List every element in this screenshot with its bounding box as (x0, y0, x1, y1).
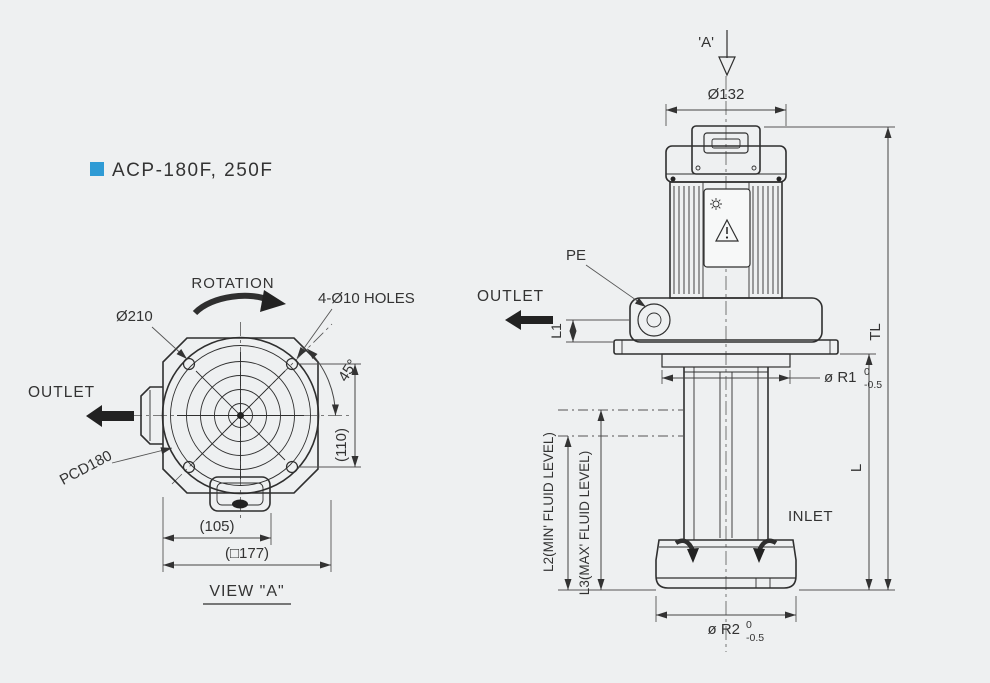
flange-spigot (661, 353, 791, 368)
label-rotation: ROTATION (191, 275, 274, 292)
dim-dia132-label: Ø132 (708, 86, 745, 103)
dim-tl-label: TL (867, 323, 884, 341)
label-pcd180: PCD180 (57, 447, 115, 489)
bottom-casing (655, 538, 797, 589)
label-inlet: INLET (788, 508, 833, 525)
dim-r2-tol-lo: -0.5 (746, 632, 764, 644)
dim-110-label: (110) (333, 428, 350, 462)
dim-holes: 4-Ø10 HOLES (296, 290, 415, 359)
fan-grille (177, 352, 304, 479)
terminal-box (691, 125, 761, 175)
dim-tl: TL (764, 126, 895, 591)
warning-triangle-icon (715, 218, 739, 242)
fan-cover-rim (170, 345, 311, 486)
label-outlet-left: OUTLET (28, 384, 95, 401)
mounting-flange (613, 339, 839, 368)
section-arrow-a: 'A' (698, 30, 736, 77)
title-bullet-icon (90, 162, 104, 176)
dim-r2-tol-hi: 0 (746, 619, 752, 631)
pump-column (683, 367, 769, 540)
dim-l1-label: L1 (548, 323, 564, 339)
sun-icon (710, 198, 722, 210)
dim-r2-label: ø R2 (707, 621, 740, 638)
dim-105: (105) (162, 497, 272, 572)
mounting-holes (182, 357, 299, 474)
fluid-levels: L2(MIN' FLUID LEVEL) L3(MAX' FLUID LEVEL… (541, 409, 684, 595)
pump-body-octagon (162, 337, 319, 494)
dim-177: (□177) (163, 500, 332, 572)
label-holes: 4-Ø10 HOLES (318, 290, 415, 307)
rotation-arrowhead-icon (260, 290, 286, 312)
dim-pcd180: PCD180 (57, 447, 173, 489)
outlet-arrow-side-icon (505, 310, 553, 330)
intake-flow-arrows (674, 538, 778, 563)
motor-label-plate (703, 188, 751, 268)
dim-r1: ø R1 0 -0.5 (661, 366, 882, 391)
view-a-caption: VIEW "A" (209, 583, 284, 600)
label-angle-45: 45° (335, 356, 361, 384)
top-view: ROTATION Ø210 4-Ø10 HOLES 45° (110) OUTL… (28, 275, 415, 605)
dim-177-label: (□177) (225, 545, 269, 562)
label-section-a: 'A' (698, 34, 714, 51)
outlet-arrow-icon (86, 405, 134, 427)
outlet-boss (637, 303, 671, 337)
dim-l3-label: L3(MAX' FLUID LEVEL) (577, 451, 592, 595)
rotation-arrow (192, 292, 270, 316)
view-a-caption-group: VIEW "A" (203, 583, 291, 605)
title-block: ACP-180F, 250F (90, 160, 273, 181)
dim-110: (110) (298, 363, 361, 468)
label-outlet-side: OUTLET (477, 288, 544, 305)
dim-r1-label: ø R1 (824, 369, 857, 386)
dim-l-label: L (848, 464, 865, 472)
bottom-port (209, 476, 271, 512)
page-title: ACP-180F, 250F (112, 160, 273, 181)
label-pe: PE (566, 247, 586, 264)
label-dia210: Ø210 (116, 308, 153, 325)
dim-l: L (840, 353, 876, 590)
outlet-callout-top-view: OUTLET (28, 384, 134, 427)
dim-r1-tol-lo: -0.5 (864, 379, 882, 391)
motor-body (669, 181, 783, 299)
fan-hub (237, 412, 244, 419)
dim-r1-tol-hi: 0 (864, 366, 870, 378)
dim-dia210: Ø210 (116, 308, 188, 360)
fan-cover-outer-circle (161, 336, 320, 495)
dim-dia132: Ø132 (665, 86, 787, 126)
section-arrowhead-icon (718, 56, 736, 77)
dim-l2-label: L2(MIN' FLUID LEVEL) (541, 432, 556, 572)
outlet-callout-elevation: OUTLET (477, 288, 553, 330)
dim-105-label: (105) (199, 518, 234, 535)
rotation-indicator: ROTATION (191, 275, 286, 316)
outlet-flange (140, 386, 163, 445)
dim-r2: ø R2 0 -0.5 (655, 596, 797, 644)
elevation-view: 'A' Ø132 (477, 30, 895, 652)
dim-l1: L1 (548, 319, 630, 343)
port-opening (232, 499, 248, 509)
pe-callout: PE (566, 247, 647, 308)
